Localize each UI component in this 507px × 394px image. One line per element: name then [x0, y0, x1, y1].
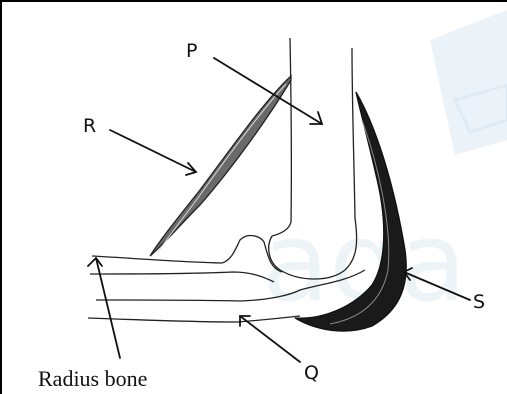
- radius-top-edge: [92, 236, 282, 272]
- label-s: S: [473, 293, 485, 312]
- label-p: P: [186, 42, 197, 61]
- watermark-shape: [430, 10, 507, 155]
- radius-bottom-edge: [90, 272, 274, 282]
- label-radius-bone: Radius bone: [38, 366, 147, 392]
- label-r: R: [83, 117, 96, 136]
- arrow-r: [110, 130, 196, 175]
- label-q: Q: [304, 364, 319, 383]
- arrow-radius: [88, 258, 120, 358]
